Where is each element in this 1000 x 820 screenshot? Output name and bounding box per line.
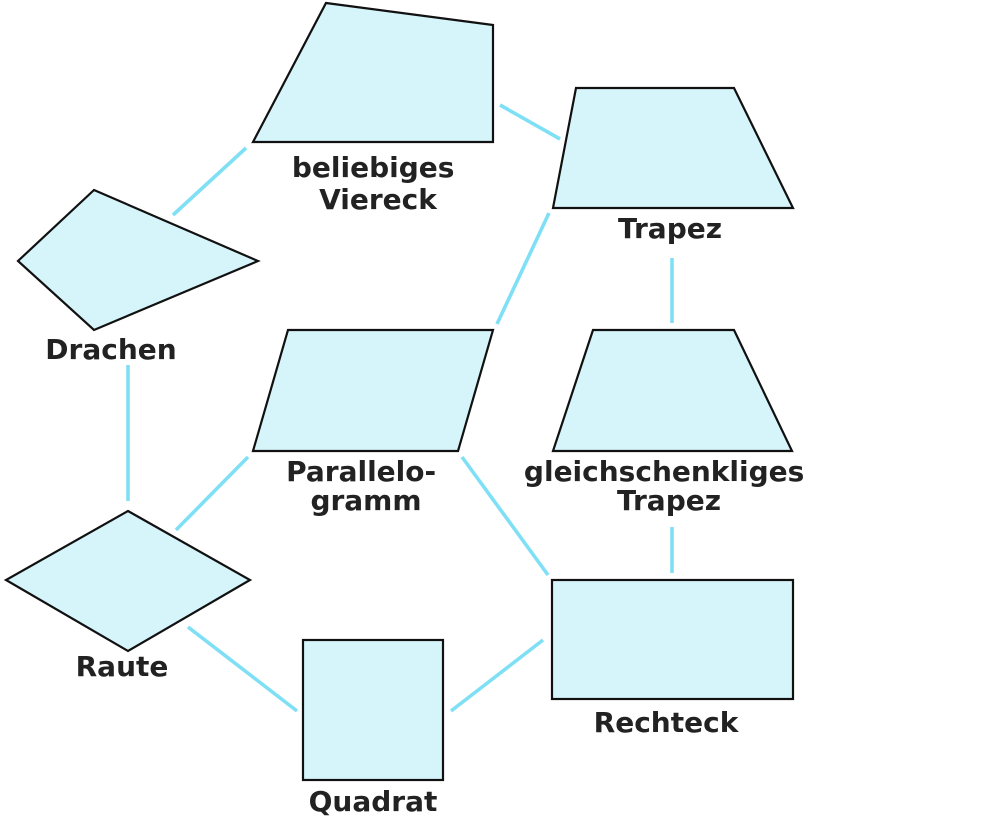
parallelogram-shape bbox=[251, 328, 495, 453]
edge-viereck-drachen bbox=[171, 146, 248, 217]
label-quadrat: Quadrat bbox=[309, 785, 438, 818]
edge-trapez-parallelogramm bbox=[495, 212, 551, 325]
square-shape bbox=[301, 638, 445, 782]
label-rechteck: Rechteck bbox=[594, 706, 740, 739]
rhombus-shape bbox=[3, 509, 253, 653]
label-line: Parallelo- bbox=[286, 455, 436, 488]
arbitrary-quadrilateral-shape bbox=[251, 1, 495, 144]
trapezoid-shape bbox=[551, 86, 795, 210]
label-raute: Raute bbox=[76, 650, 169, 683]
label-line: Trapez bbox=[618, 212, 722, 245]
edge-parallelogramm-raute bbox=[174, 455, 250, 532]
label-line: Rechteck bbox=[594, 706, 740, 739]
edge-parallelogramm-rechteck bbox=[460, 455, 550, 577]
label-trapez: Trapez bbox=[618, 212, 722, 245]
label-beliebiges-viereck: beliebiges Viereck bbox=[292, 151, 464, 216]
edge-viereck-trapez bbox=[499, 103, 561, 141]
label-line: gramm bbox=[310, 484, 421, 517]
rectangle-shape bbox=[550, 578, 795, 701]
label-drachen: Drachen bbox=[45, 333, 176, 366]
label-line: Drachen bbox=[45, 333, 176, 366]
label-line: Trapez bbox=[617, 484, 721, 517]
edge-raute-quadrat bbox=[186, 625, 299, 713]
edge-rechteck-quadrat bbox=[449, 638, 545, 713]
kite-shape bbox=[16, 188, 261, 332]
label-line: Viereck bbox=[319, 183, 438, 216]
label-line: Quadrat bbox=[309, 785, 438, 818]
labels: beliebiges Viereck Trapez Drachen Parall… bbox=[45, 151, 814, 818]
label-line: gleichschenkliges bbox=[524, 455, 804, 488]
label-parallelogramm: Parallelo- gramm bbox=[286, 455, 446, 517]
shapes bbox=[3, 1, 795, 782]
connectors bbox=[126, 103, 674, 713]
label-line: beliebiges bbox=[292, 151, 455, 184]
isosceles-trapezoid-shape bbox=[551, 328, 794, 453]
label-gleichschenkliges-trapez: gleichschenkliges Trapez bbox=[524, 455, 814, 517]
label-line: Raute bbox=[76, 650, 169, 683]
